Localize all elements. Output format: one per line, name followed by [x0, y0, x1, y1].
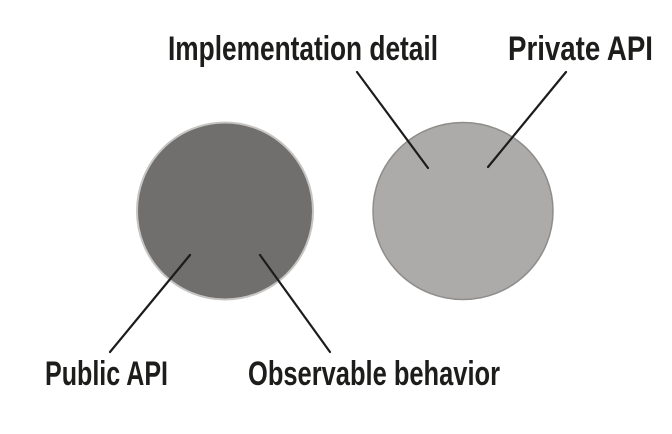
private-api-label: Private API [508, 30, 653, 68]
implementation-detail-label: Implementation detail [168, 30, 438, 68]
implementation-detail-pointer-line [355, 70, 430, 170]
private-api-circle [372, 121, 554, 301]
observable-behavior-pointer-line [258, 253, 332, 354]
observable-behavior-label: Observable behavior [248, 355, 500, 393]
public-api-circle [136, 121, 314, 301]
private-api-pointer-line [486, 70, 568, 169]
public-api-pointer-line [108, 253, 192, 354]
public-api-label: Public API [45, 355, 168, 393]
